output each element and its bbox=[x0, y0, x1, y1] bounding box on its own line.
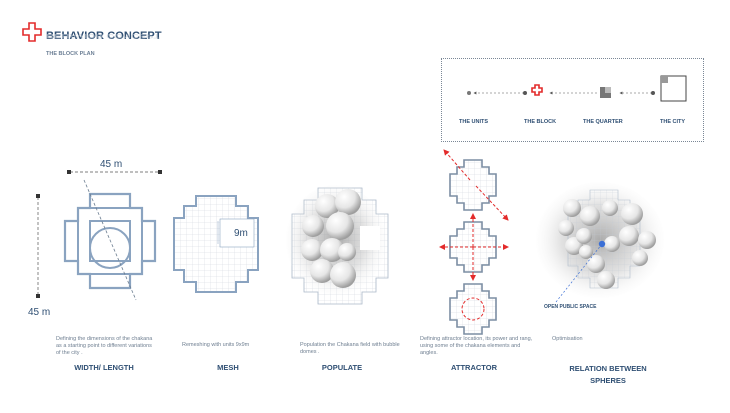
mesh-chakana bbox=[173, 195, 259, 293]
legend-quarter-label: THE QUARTER bbox=[583, 119, 623, 125]
relation-spheres bbox=[534, 182, 664, 303]
width-length-description: Defining the dimensions of the chakana a… bbox=[56, 336, 153, 356]
width-length-chakana bbox=[36, 170, 162, 301]
legend-hierarchy-diagram bbox=[467, 75, 687, 102]
attractor-label: ATTRACTOR bbox=[451, 363, 497, 372]
width-length-label: WIDTH/ LENGTH bbox=[74, 363, 134, 372]
legend-box bbox=[441, 58, 704, 142]
legend-block-label: THE BLOCK bbox=[524, 119, 557, 125]
dimension-vertical: 45 m bbox=[28, 307, 51, 318]
populate-description: Population the Chakana field with bubble… bbox=[300, 342, 400, 355]
legend-city-label: THE CITY bbox=[660, 119, 686, 125]
page-title-reflection: BEHAVIOR CONCEPT bbox=[46, 32, 161, 39]
page-subtitle: THE BLOCK PLAN bbox=[46, 51, 95, 57]
mesh-description: Remeshing with units 9x9m bbox=[182, 342, 250, 348]
dimension-horizontal: 45 m bbox=[100, 159, 123, 170]
attractor-description: Defining attractor location, its power a… bbox=[420, 336, 533, 356]
populate-chakana bbox=[286, 183, 389, 305]
quarter-square-icon bbox=[600, 87, 611, 98]
cross-logo-icon bbox=[22, 22, 42, 42]
attractor-diagram bbox=[439, 149, 509, 335]
city-square-icon bbox=[660, 75, 687, 102]
legend-units-label: THE UNITS bbox=[459, 119, 489, 125]
mesh-dimension: 9m bbox=[234, 228, 248, 239]
page-title: BEHAVIOR CONCEPT bbox=[46, 30, 162, 42]
mesh-label: MESH bbox=[217, 363, 239, 372]
open-public-space-annotation: OPEN PUBLIC SPACE bbox=[544, 304, 597, 310]
relation-label: RELATION BETWEEN SPHERES bbox=[569, 364, 647, 385]
populate-label: POPULATE bbox=[321, 363, 363, 372]
relation-description: Optimisation bbox=[552, 336, 583, 342]
block-cross-icon bbox=[531, 84, 543, 96]
